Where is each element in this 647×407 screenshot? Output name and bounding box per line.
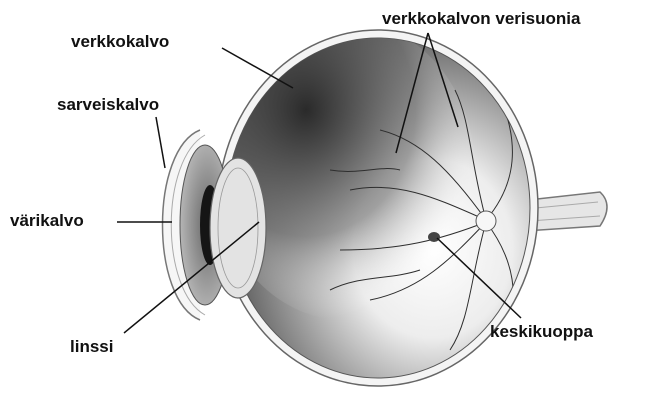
label-iris: värikalvo xyxy=(10,212,84,229)
label-fovea: keskikuoppa xyxy=(490,323,593,340)
label-lens: linssi xyxy=(70,338,113,355)
lens xyxy=(210,158,266,298)
optic-disc xyxy=(476,211,496,231)
leader-line-cornea xyxy=(156,117,165,168)
label-retina: verkkokalvo xyxy=(71,33,169,50)
fovea-spot xyxy=(428,232,440,242)
label-retinal-vessels: verkkokalvon verisuonia xyxy=(382,10,580,27)
label-cornea: sarveiskalvo xyxy=(57,96,159,113)
